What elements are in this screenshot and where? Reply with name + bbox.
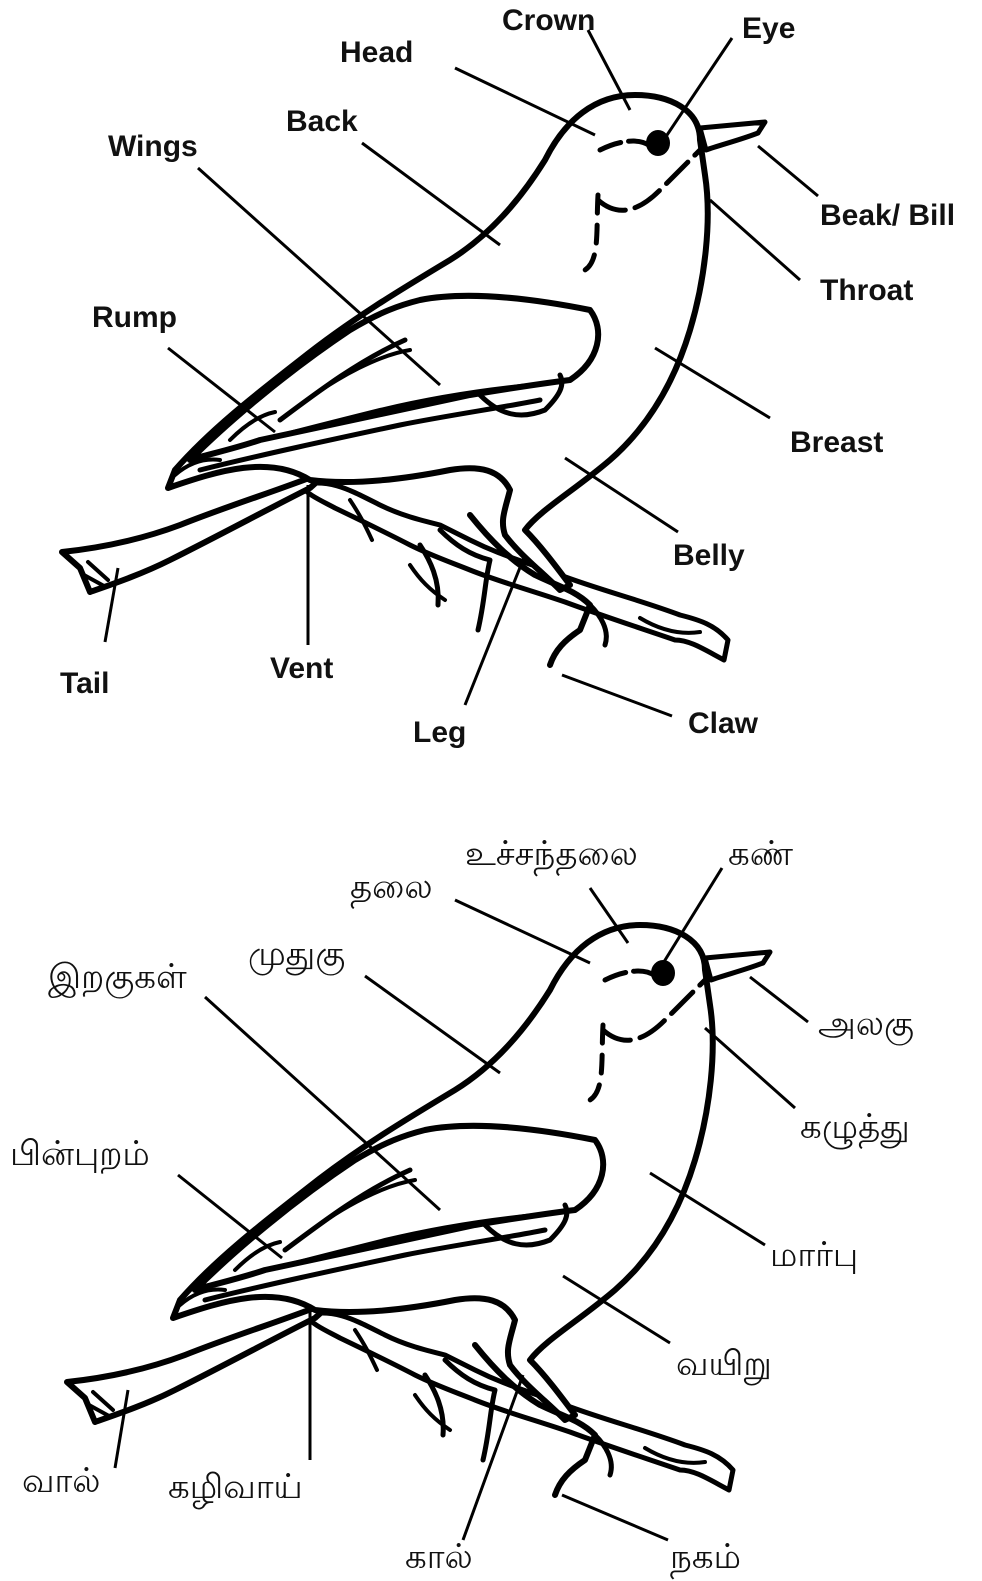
label-throat: Throat bbox=[820, 274, 913, 307]
label-leg: கால் bbox=[405, 1537, 473, 1577]
label-claw: Claw bbox=[688, 707, 759, 740]
bird-illustration: Crown Eye Head Back Wings Beak/ Bill Thr… bbox=[0, 0, 982, 780]
label-throat: கழுத்து bbox=[800, 1107, 910, 1149]
label-vent: Vent bbox=[270, 652, 333, 685]
tamil-diagram: உச்சந்தலை கண் தலை முதுகு இறகுகள் அலகு கழ… bbox=[0, 800, 982, 1581]
label-tail: Tail bbox=[60, 667, 109, 700]
label-eye: கண் bbox=[728, 834, 794, 874]
label-beak: அலகு bbox=[818, 1004, 914, 1045]
label-breast: மார்பு bbox=[770, 1235, 858, 1275]
label-crown: Crown bbox=[502, 4, 595, 37]
label-tail: வால் bbox=[22, 1461, 101, 1501]
label-wings: இறகுகள் bbox=[48, 957, 187, 998]
label-leg: Leg bbox=[413, 716, 466, 749]
label-belly: Belly bbox=[673, 539, 745, 572]
label-beak: Beak/ Bill bbox=[820, 199, 955, 232]
label-rump: Rump bbox=[92, 301, 177, 334]
bird-drawing bbox=[67, 925, 770, 1495]
label-claw: நகம் bbox=[670, 1537, 741, 1579]
label-back: Back bbox=[286, 105, 358, 138]
label-eye: Eye bbox=[742, 12, 795, 45]
label-head: தலை bbox=[350, 867, 433, 909]
label-wings: Wings bbox=[108, 130, 198, 163]
label-back: முதுகு bbox=[248, 934, 345, 975]
bird-illustration-tamil: உச்சந்தலை கண் தலை முதுகு இறகுகள் அலகு கழ… bbox=[0, 800, 982, 1581]
label-breast: Breast bbox=[790, 426, 883, 459]
english-diagram: Crown Eye Head Back Wings Beak/ Bill Thr… bbox=[0, 0, 982, 780]
label-belly: வயிறு bbox=[676, 1344, 772, 1385]
label-head: Head bbox=[340, 36, 413, 69]
label-rump: பின்புறம் bbox=[10, 1134, 150, 1174]
label-vent: கழிவாய் bbox=[168, 1467, 303, 1509]
label-crown: உச்சந்தலை bbox=[465, 834, 638, 876]
